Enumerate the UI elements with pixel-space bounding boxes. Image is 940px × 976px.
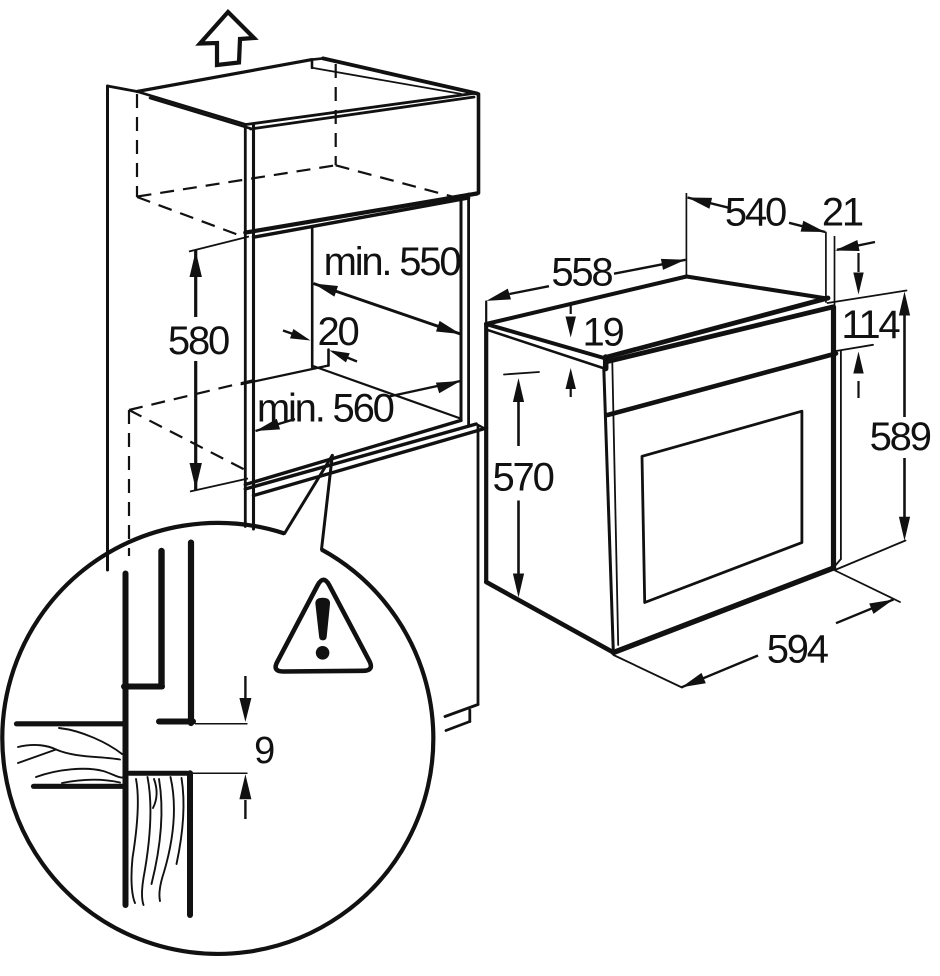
svg-text:570: 570: [493, 456, 554, 500]
svg-text:19: 19: [582, 311, 623, 355]
svg-text:594: 594: [767, 628, 829, 672]
svg-text:21: 21: [822, 191, 863, 235]
svg-text:589: 589: [870, 415, 931, 459]
svg-text:540: 540: [725, 191, 786, 235]
svg-text:114: 114: [841, 303, 900, 347]
svg-text:20: 20: [317, 310, 358, 354]
svg-text:min. 560: min. 560: [257, 387, 394, 431]
svg-text:580: 580: [168, 319, 229, 363]
svg-text:9: 9: [254, 730, 274, 772]
svg-text:558: 558: [551, 250, 612, 294]
svg-text:min. 550: min. 550: [324, 240, 461, 284]
